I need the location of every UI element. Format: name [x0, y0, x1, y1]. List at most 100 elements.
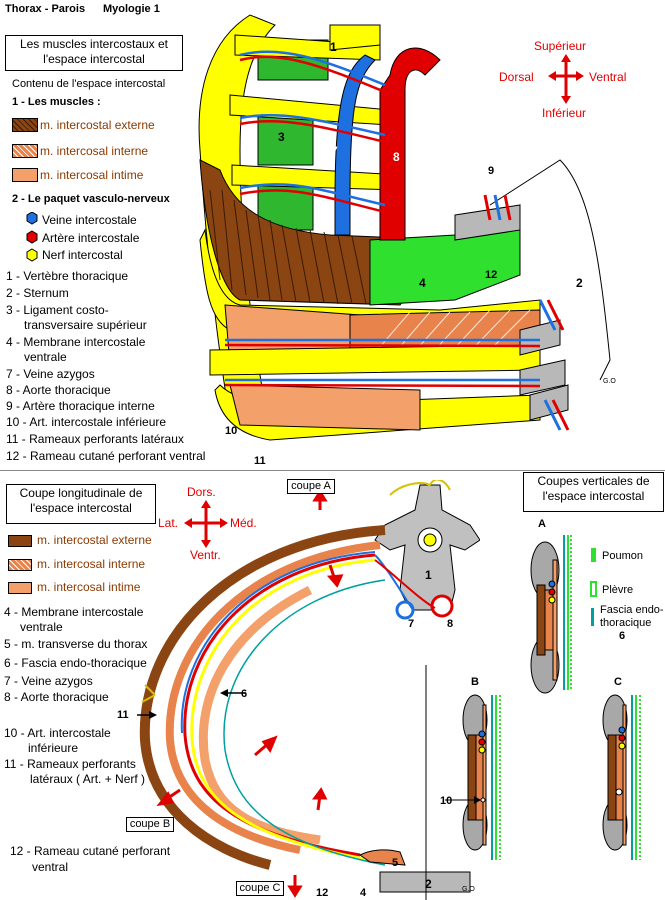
legend-nerve: Nerf intercostal	[42, 248, 123, 262]
list-top-1: 1 - Vertèbre thoracique	[6, 269, 129, 283]
list-bottom-12b: ventral	[32, 860, 69, 874]
coupe-c-label: coupe C	[236, 881, 284, 896]
coupe-a-text: coupe A	[291, 480, 331, 492]
swatch-intercostal-externe	[12, 118, 38, 132]
orient-superior: Supérieur	[534, 39, 587, 53]
list-bottom-10b: inférieure	[28, 741, 79, 755]
list-top-8: 8 - Aorte thoracique	[6, 383, 111, 397]
bottom-legend-intime: m. intercosal intime	[37, 580, 141, 594]
legend-plevre: Plèvre	[602, 584, 634, 596]
bottom-title-text: Coupe longitudinale de l'espace intercos…	[19, 486, 143, 515]
list-top-11: 11 - Rameaux perforants latéraux	[6, 432, 184, 446]
fig-top-label-1: 1	[330, 40, 337, 54]
vn-swatch-icons	[26, 212, 38, 262]
list-top-3a: 3 - Ligament costo-	[6, 303, 109, 317]
bottom-swatch-intime	[8, 582, 32, 594]
list-top-4b: ventrale	[24, 350, 67, 364]
header-subtitle: Myologie 1	[103, 3, 160, 15]
right-title-text: Coupes verticales de l'espace intercosta…	[537, 474, 650, 503]
longitudinal-section-illustration	[137, 480, 480, 900]
bottom-legend-interne: m. intercosal interne	[37, 557, 146, 571]
bottom-title-box: Coupe longitudinale de l'espace intercos…	[6, 484, 156, 524]
coupe-a-label: coupe A	[287, 479, 335, 494]
orient-med: Méd.	[230, 516, 257, 530]
orient-inferior: Inférieur	[542, 106, 587, 120]
fig-bottom-label-8: 8	[447, 618, 454, 630]
fig-bottom-signature: G.O	[462, 886, 475, 893]
section-label-6: 6	[619, 630, 626, 642]
list-top-7: 7 - Veine azygos	[6, 367, 95, 381]
artery-swatch-icon	[26, 230, 38, 244]
fig-bottom-label-1: 1	[425, 568, 432, 582]
vein-swatch-icon	[26, 212, 38, 225]
orientation-cross-top	[548, 54, 584, 104]
fig-bottom-label-12: 12	[316, 887, 329, 899]
bottom-swatch-interne	[8, 559, 32, 571]
list-bottom-10a: 10 - Art. intercostale	[4, 726, 111, 740]
bottom-swatch-externe	[8, 535, 32, 547]
swatch-intercosal-interne	[12, 144, 38, 158]
orient-dors: Dors.	[187, 485, 216, 499]
contents-heading: Contenu de l'espace intercostal	[12, 78, 166, 90]
fig-bottom-label-4: 4	[360, 887, 367, 899]
list-top-2: 2 - Sternum	[6, 286, 69, 300]
list-top-10: 10 - Art. intercostale inférieure	[6, 415, 167, 429]
legend-poumon: Poumon	[602, 550, 643, 562]
fig-bottom-label-5: 5	[392, 857, 399, 869]
fig-top-label-7: 7	[331, 144, 338, 158]
coupe-b-label: coupe B	[126, 817, 174, 832]
legend-fascia: Fascia endo-thoracique	[600, 604, 664, 629]
section-b-label: B	[471, 676, 479, 688]
legend-intercosal-intime: m. intercosal intime	[40, 168, 144, 182]
coupe-c-text: coupe C	[239, 882, 281, 894]
orient-lat: Lat.	[158, 516, 179, 530]
top-title-box: Les muscles intercostaux et l'espace int…	[5, 35, 183, 71]
fig-top-label-9: 9	[488, 165, 495, 177]
list-bottom-6: 6 - Fascia endo-thoracique	[4, 656, 147, 670]
vertical-sections-illustration	[445, 535, 641, 860]
section-divider	[0, 470, 665, 471]
fig-top-label-2: 2	[576, 276, 583, 290]
bottom-legend-externe: m. intercostal externe	[37, 533, 152, 547]
orientation-cross-bottom	[184, 500, 228, 548]
legend-intercosal-interne: m. intercosal interne	[40, 144, 149, 158]
thorax-wall-illustration	[198, 14, 611, 441]
list-bottom-11b: latéraux ( Art. + Nerf )	[30, 772, 146, 786]
fig-bottom-label-6: 6	[241, 688, 248, 700]
fig-top-label-3: 3	[278, 130, 285, 144]
nerve-swatch-icon	[26, 248, 38, 262]
header-title: Thorax - Parois	[5, 3, 86, 15]
muscles-heading: 1 - Les muscles :	[12, 96, 101, 108]
fig-top-label-10: 10	[225, 425, 238, 437]
list-top-4a: 4 - Membrane intercostale	[6, 335, 146, 349]
legend-artery: Artère intercostale	[42, 231, 140, 245]
list-bottom-11a: 11 - Rameaux perforants	[4, 757, 136, 771]
list-bottom-5: 5 - m. transverse du thorax	[4, 637, 148, 651]
list-bottom-4a: 4 - Membrane intercostale	[4, 605, 144, 619]
fig-top-label-8: 8	[393, 150, 400, 164]
top-title-text: Les muscles intercostaux et l'espace int…	[19, 37, 169, 66]
vn-heading: 2 - Le paquet vasculo-nerveux	[12, 193, 170, 205]
legend-vein: Veine intercostale	[42, 213, 137, 227]
list-top-9: 9 - Artère thoracique interne	[6, 399, 155, 413]
list-bottom-7: 7 - Veine azygos	[4, 674, 93, 688]
coupe-b-text: coupe B	[129, 818, 171, 830]
section-c-label: C	[614, 676, 622, 688]
fig-bottom-label-2: 2	[425, 877, 432, 891]
legend-intercostal-externe: m. intercostal externe	[40, 118, 155, 132]
fig-top-label-11: 11	[254, 455, 266, 467]
fig-bottom-label-7: 7	[408, 618, 415, 630]
fig-top-signature: G.O	[603, 378, 616, 385]
orient-ventral: Ventral	[589, 70, 627, 84]
list-bottom-12a: 12 - Rameau cutané perforant	[10, 844, 171, 858]
section-label-10: 10	[440, 795, 453, 807]
orient-ventr: Ventr.	[190, 548, 221, 562]
orient-dorsal: Dorsal	[499, 70, 534, 84]
fig-top-label-12: 12	[485, 269, 498, 281]
list-top-3b: transversaire supérieur	[24, 318, 147, 332]
list-bottom-8: 8 - Aorte thoracique	[4, 690, 109, 704]
right-title-box: Coupes verticales de l'espace intercosta…	[523, 472, 664, 512]
fig-top-label-4: 4	[419, 276, 426, 290]
list-top-12: 12 - Rameau cutané perforant ventral	[6, 449, 206, 463]
